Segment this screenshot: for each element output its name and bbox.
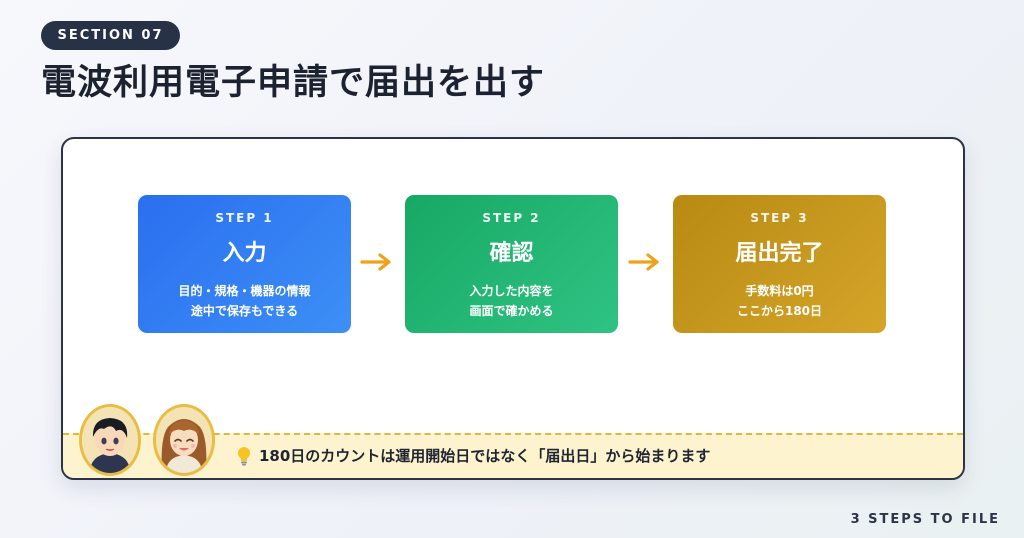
page-title: 電波利用電子申請で届出を出す bbox=[41, 63, 546, 103]
boy-avatar bbox=[79, 404, 141, 476]
step-1-desc-line1: 目的・規格・機器の情報 bbox=[178, 284, 311, 298]
step-3-name: 届出完了 bbox=[735, 241, 824, 266]
step-3-desc-line2: ここから180日 bbox=[736, 304, 823, 318]
step-3-box: STEP 3 届出完了 手数料は0円 ここから180日 bbox=[673, 195, 886, 333]
step-2-box: STEP 2 確認 入力した内容を 画面で確かめる bbox=[405, 195, 618, 333]
note-text: 180日のカウントは運用開始日ではなく「届出日」から始まります bbox=[259, 447, 711, 465]
step-3-label: STEP 3 bbox=[750, 211, 809, 225]
steps-card: STEP 1 入力 目的・規格・機器の情報 途中で保存もできる STEP 2 確… bbox=[61, 137, 965, 480]
lightbulb-icon bbox=[238, 447, 250, 466]
step-1-desc: 目的・規格・機器の情報 途中で保存もできる bbox=[138, 281, 351, 321]
step-2-label: STEP 2 bbox=[482, 211, 541, 225]
boy-avatar-icon bbox=[82, 407, 138, 473]
arrow-right-icon bbox=[628, 253, 659, 271]
girl-avatar-icon bbox=[156, 407, 212, 473]
step-2-name: 確認 bbox=[489, 241, 534, 266]
step-2-desc-line1: 入力した内容を bbox=[469, 284, 554, 298]
step-1-label: STEP 1 bbox=[215, 211, 274, 225]
footer-label: 3 STEPS TO FILE bbox=[850, 512, 1000, 527]
step-3-desc: 手数料は0円 ここから180日 bbox=[673, 281, 886, 321]
step-2-desc-line2: 画面で確かめる bbox=[469, 304, 554, 318]
step-1-name: 入力 bbox=[222, 241, 267, 266]
note-band: 180日のカウントは運用開始日ではなく「届出日」から始まります bbox=[63, 433, 963, 478]
step-1-desc-line2: 途中で保存もできる bbox=[190, 304, 299, 318]
girl-avatar bbox=[153, 404, 215, 476]
step-2-desc: 入力した内容を 画面で確かめる bbox=[405, 281, 618, 321]
step-3-desc-line1: 手数料は0円 bbox=[745, 284, 814, 298]
section-badge: SECTION 07 bbox=[41, 21, 180, 50]
arrow-right-icon bbox=[360, 253, 391, 271]
step-1-box: STEP 1 入力 目的・規格・機器の情報 途中で保存もできる bbox=[138, 195, 351, 333]
